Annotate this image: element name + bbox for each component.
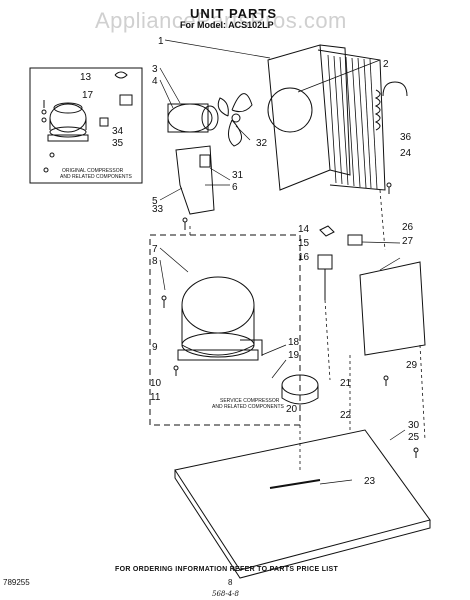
callout-35: 35 bbox=[112, 138, 124, 149]
callout-1: 1 bbox=[158, 36, 164, 47]
callout-29: 29 bbox=[406, 360, 418, 371]
callout-26: 26 bbox=[402, 222, 414, 233]
page-number: 8 bbox=[228, 578, 233, 587]
callout-3: 3 bbox=[152, 64, 158, 75]
back-panel bbox=[267, 44, 331, 191]
callout-30: 30 bbox=[408, 420, 420, 431]
inset-overload-icon bbox=[119, 94, 133, 106]
fan-blade bbox=[231, 93, 253, 113]
callout-20: 20 bbox=[286, 404, 298, 415]
callout-14: 14 bbox=[298, 224, 310, 235]
callout-7: 7 bbox=[152, 244, 158, 255]
callout-36: 36 bbox=[400, 132, 412, 143]
part-number: 789255 bbox=[3, 578, 30, 587]
callout-15: 15 bbox=[298, 238, 310, 249]
callout-32: 32 bbox=[256, 138, 268, 149]
callout-10: 10 bbox=[150, 378, 162, 389]
handwritten-note: 568-4-8 bbox=[212, 590, 239, 598]
callout-25: 25 bbox=[408, 432, 420, 443]
callout-24: 24 bbox=[400, 148, 412, 159]
callout-21: 21 bbox=[340, 378, 352, 389]
model-subtitle: For Model: ACS102LP bbox=[180, 20, 274, 30]
capillary-tube bbox=[269, 479, 321, 489]
callout-34: 34 bbox=[112, 126, 124, 137]
service-label-line2: AND RELATED COMPONENTS bbox=[212, 404, 285, 410]
motor-bracket bbox=[175, 145, 215, 215]
watermark: AppliancePartsPros.com bbox=[95, 8, 347, 33]
inset-box bbox=[29, 67, 143, 184]
page-title: UNIT PARTS bbox=[190, 6, 278, 21]
inset-label-line1: ORIGINAL COMPRESSOR bbox=[62, 168, 124, 174]
callout-22: 22 bbox=[340, 410, 352, 421]
callout-17: 17 bbox=[82, 90, 94, 101]
callout-33: 33 bbox=[152, 204, 164, 215]
callout-5: 5 bbox=[152, 196, 158, 207]
callout-16: 16 bbox=[298, 252, 310, 263]
service-label-line1: SERVICE COMPRESSOR bbox=[220, 398, 280, 404]
control-knob bbox=[319, 225, 335, 237]
callout-6: 6 bbox=[232, 182, 238, 193]
ordering-note: FOR ORDERING INFORMATION REFER TO PARTS … bbox=[115, 566, 339, 573]
cover-plate bbox=[359, 261, 426, 356]
callout-19: 19 bbox=[288, 350, 300, 361]
callout-23: 23 bbox=[364, 476, 376, 487]
callout-18: 18 bbox=[288, 337, 300, 348]
callout-31: 31 bbox=[232, 170, 244, 181]
service-compressor bbox=[181, 276, 255, 334]
base-pan bbox=[174, 429, 431, 571]
callout-9: 9 bbox=[152, 342, 158, 353]
condenser-coil bbox=[317, 49, 386, 191]
callout-4: 4 bbox=[152, 76, 158, 87]
drain-hose bbox=[382, 81, 408, 97]
thermostat bbox=[317, 254, 333, 270]
callout-13: 13 bbox=[80, 72, 92, 83]
callout-8: 8 bbox=[152, 256, 158, 267]
inset-label-line2: AND RELATED COMPONENTS bbox=[60, 174, 133, 180]
service-box bbox=[149, 234, 301, 426]
callout-2: 2 bbox=[383, 59, 389, 70]
callout-27: 27 bbox=[402, 236, 414, 247]
inset-compressor-icon bbox=[49, 103, 87, 133]
callout-11: 11 bbox=[150, 392, 161, 403]
